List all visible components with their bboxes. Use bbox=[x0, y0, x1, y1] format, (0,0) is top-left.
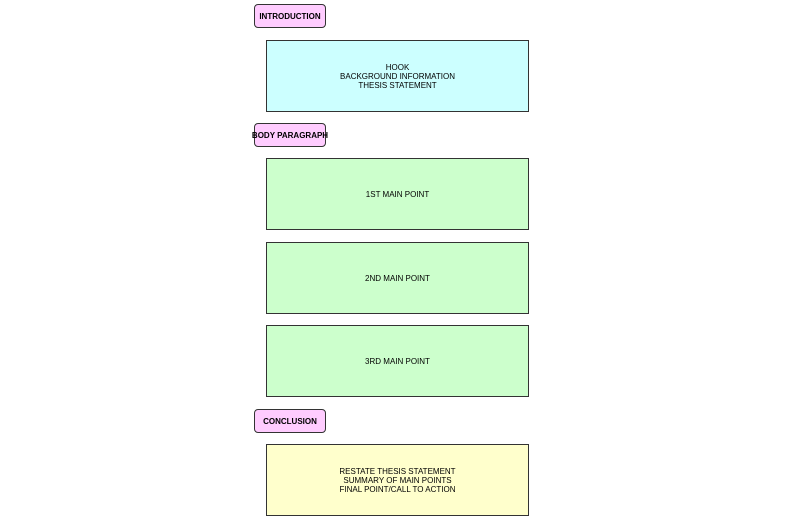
final-point-line: FINAL POINT/CALL TO ACTION bbox=[339, 484, 456, 494]
background-information-line: BACKGROUND INFORMATION bbox=[340, 71, 455, 81]
main-point-2-label: 2ND MAIN POINT bbox=[365, 273, 430, 283]
main-point-3-label: 3RD MAIN POINT bbox=[365, 356, 430, 366]
thesis-statement-line: THESIS STATEMENT bbox=[358, 80, 437, 90]
conclusion-box: RESTATE THESIS STATEMENT SUMMARY OF MAIN… bbox=[266, 444, 529, 516]
main-point-2-box: 2ND MAIN POINT bbox=[266, 242, 529, 314]
hook-line: HOOK bbox=[385, 62, 410, 72]
main-point-3-box: 3RD MAIN POINT bbox=[266, 325, 529, 397]
introduction-box: HOOK BACKGROUND INFORMATION THESIS STATE… bbox=[266, 40, 529, 112]
body-paragraph-tag: BODY PARAGRAPH bbox=[252, 123, 328, 147]
main-point-1-label: 1ST MAIN POINT bbox=[365, 189, 430, 199]
restate-thesis-line: RESTATE THESIS STATEMENT bbox=[339, 466, 456, 476]
summary-line: SUMMARY OF MAIN POINTS bbox=[343, 475, 452, 485]
main-point-1-box: 1ST MAIN POINT bbox=[266, 158, 529, 230]
introduction-tag: INTRODUCTION bbox=[254, 4, 326, 28]
conclusion-tag: CONCLUSION bbox=[254, 409, 326, 433]
